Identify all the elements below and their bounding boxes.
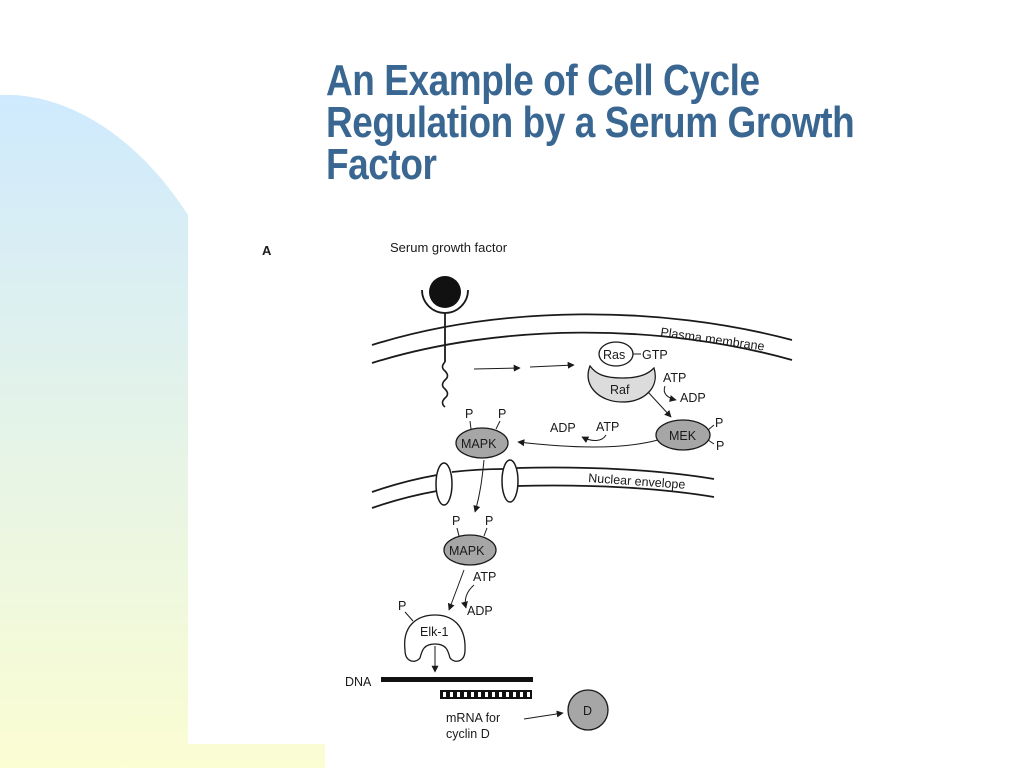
mapk-nuc-p1-bond <box>456 527 460 537</box>
signal-arrow-1 <box>473 364 521 372</box>
mapk-cyto-phosphate-2: P <box>498 407 506 421</box>
nuclear-envelope-label: Nuclear envelope <box>588 471 686 492</box>
mapk-translocation-arrow <box>473 459 485 513</box>
cyclin-d-label: D <box>583 704 592 718</box>
mek-p1-bond <box>707 424 715 431</box>
serum-growth-factor-label: Serum growth factor <box>390 240 508 255</box>
adp-label-mek: ADP <box>550 421 576 435</box>
atp-adp-curve-elk1 <box>461 584 475 609</box>
elk1-phosphate: P <box>398 599 406 613</box>
nuclear-envelope-outer-right <box>516 466 715 480</box>
plasma-membrane-inner <box>371 331 793 364</box>
mek-phosphate-2: P <box>716 439 724 453</box>
elk1-shape <box>404 614 466 662</box>
mek-to-mapk-arrow <box>517 439 659 448</box>
receptor-cup <box>421 289 469 314</box>
mrna-tick <box>513 692 516 697</box>
mapk-cyto-phosphate-1: P <box>465 407 473 421</box>
atp-adp-curve-mek <box>581 434 607 443</box>
dna-label: DNA <box>345 675 372 689</box>
mrna-tick <box>457 692 460 697</box>
raf-to-mek-arrow <box>647 391 672 418</box>
nuclear-envelope-inner-right <box>516 484 715 498</box>
title-line-2: Regulation by a Serum Growth <box>326 98 855 147</box>
mapk-nuc-phosphate-2: P <box>485 514 493 528</box>
panel-label: A <box>262 243 272 258</box>
mapk-nucleus-label: MAPK <box>449 544 485 558</box>
mrna-tick <box>443 692 446 697</box>
mrna-tick <box>450 692 453 697</box>
mek-p2-bond <box>707 439 715 445</box>
growth-factor-ligand <box>429 276 461 308</box>
mrna-label-line1: mRNA for <box>446 711 500 725</box>
mrna-label-line2: cyclin D <box>446 727 490 741</box>
raf-label: Raf <box>610 383 630 397</box>
mrna-tick <box>499 692 502 697</box>
mapk-cytoplasm-label: MAPK <box>461 437 497 451</box>
mapk-nuc-p2-bond <box>483 527 488 537</box>
mrna-tick <box>492 692 495 697</box>
dna-bar <box>381 677 533 682</box>
nuclear-pore-left <box>435 462 453 506</box>
mek-shape <box>655 419 711 451</box>
atp-label-elk1: ATP <box>473 570 496 584</box>
nuclear-envelope-outer-left <box>371 474 438 493</box>
mrna-tick <box>478 692 481 697</box>
nuclear-envelope-outer-mid <box>451 468 504 473</box>
raf-shape <box>587 364 656 403</box>
elk1-label: Elk-1 <box>420 625 449 639</box>
mapk-cyto-p2-bond <box>495 420 501 430</box>
ras-label: Ras <box>603 348 625 362</box>
mrna-tick <box>520 692 523 697</box>
mapk-cytoplasm-shape <box>455 427 509 459</box>
title-line-3: Factor <box>326 140 437 189</box>
gradient-arc-shape <box>0 94 325 768</box>
gtp-label: GTP <box>642 348 668 362</box>
mapk-nuc-phosphate-1: P <box>452 514 460 528</box>
mrna-tick <box>485 692 488 697</box>
mapk-to-elk1-arrow <box>447 569 465 611</box>
mrna-tick <box>527 692 530 697</box>
adp-label-raf: ADP <box>680 391 706 405</box>
atp-label-raf: ATP <box>663 371 686 385</box>
mek-phosphate-1: P <box>715 416 723 430</box>
signal-arrow-2 <box>529 361 575 369</box>
plasma-membrane-outer <box>371 313 793 346</box>
mrna-tick <box>506 692 509 697</box>
mek-label: MEK <box>669 429 697 443</box>
mapk-nucleus-shape <box>443 534 497 566</box>
nuclear-pore-right <box>501 459 519 503</box>
mapk-cyto-p1-bond <box>469 420 472 430</box>
atp-adp-curve-raf <box>663 385 677 402</box>
title-line-1: An Example of Cell Cycle <box>326 56 760 105</box>
mrna-tick <box>471 692 474 697</box>
mrna-ticks <box>443 692 530 697</box>
mrna-to-cyclin-arrow <box>523 710 564 720</box>
receptor-tail <box>441 361 449 408</box>
mrna-tick <box>464 692 467 697</box>
atp-label-mek: ATP <box>596 420 619 434</box>
slide-title: An Example of Cell Cycle Regulation by a… <box>326 56 897 189</box>
nuclear-envelope-inner-left <box>371 490 438 509</box>
elk1-p-bond <box>404 611 414 622</box>
adp-label-elk1: ADP <box>467 604 493 618</box>
cyclin-d-shape <box>567 689 609 731</box>
